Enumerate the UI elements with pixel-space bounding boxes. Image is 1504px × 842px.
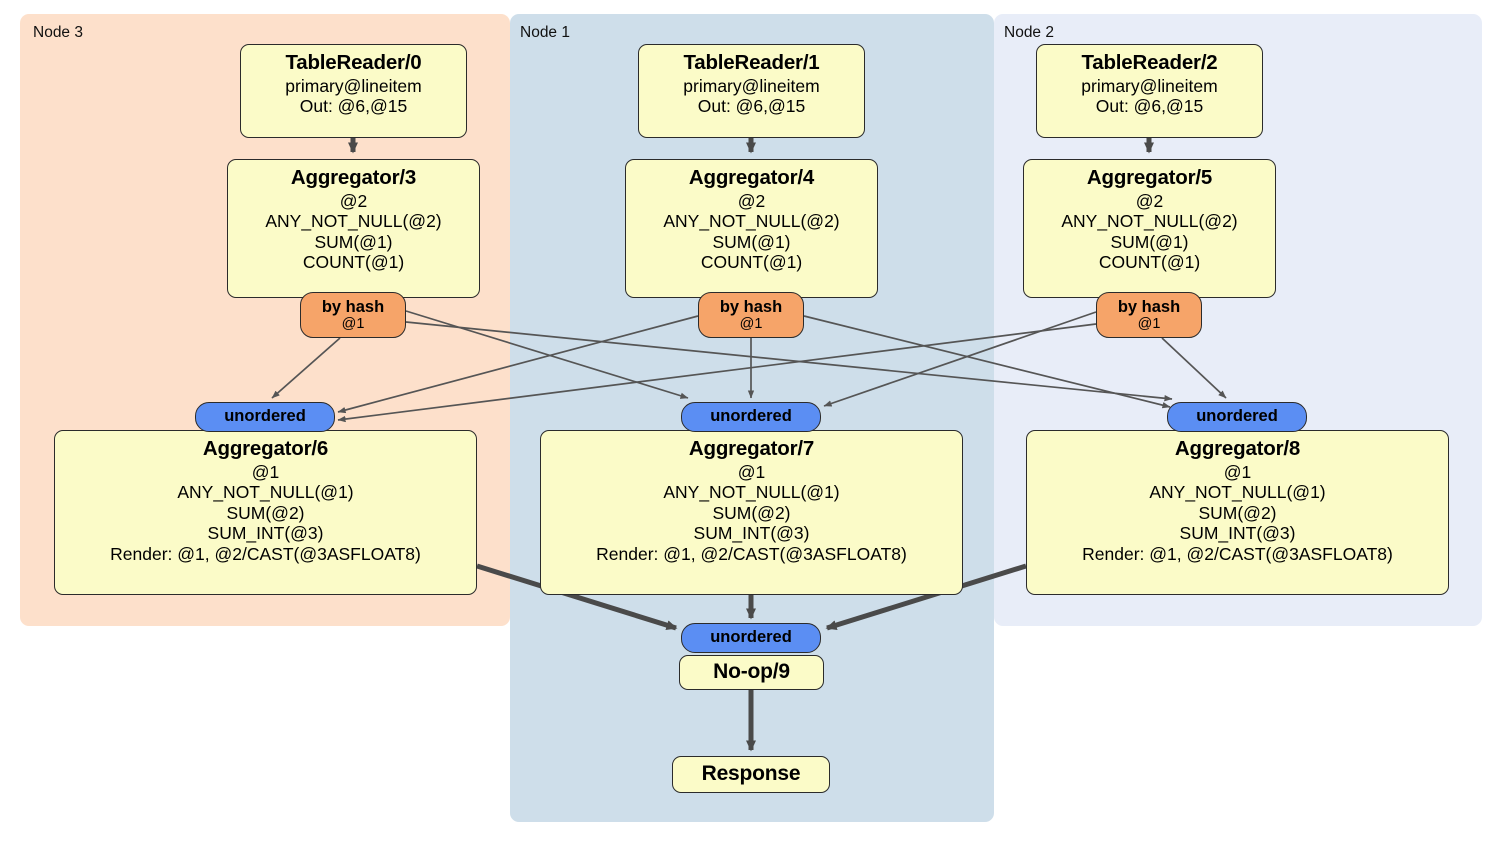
processor-aggregator5[interactable]: Aggregator/5 @2 ANY_NOT_NULL(@2) SUM(@1)… [1023, 159, 1276, 298]
processor-line: SUM(@2) [712, 502, 791, 523]
processor-title: TableReader/1 [683, 51, 820, 74]
processor-line: ANY_NOT_NULL(@2) [1061, 211, 1238, 232]
processor-response[interactable]: Response [672, 756, 830, 793]
processor-line: @2 [339, 190, 368, 211]
processor-line: ANY_NOT_NULL(@2) [265, 211, 442, 232]
processor-line: @2 [737, 190, 766, 211]
processor-line: ANY_NOT_NULL(@2) [663, 211, 840, 232]
router-column: @1 [739, 316, 763, 333]
stream-unordered-aggregator8[interactable]: unordered [1167, 402, 1307, 432]
processor-title: Aggregator/5 [1086, 166, 1213, 189]
processor-line: SUM(@2) [226, 502, 305, 523]
processor-title: Aggregator/3 [290, 166, 417, 189]
processor-line: SUM_INT(@3) [693, 523, 810, 544]
processor-line: primary@lineitem [1081, 75, 1218, 96]
processor-tablereader2[interactable]: TableReader/2 primary@lineitem Out: @6,@… [1036, 44, 1263, 138]
processor-line: COUNT(@1) [302, 252, 405, 273]
processor-aggregator4[interactable]: Aggregator/4 @2 ANY_NOT_NULL(@2) SUM(@1)… [625, 159, 878, 298]
processor-title: Aggregator/8 [1174, 437, 1301, 460]
processor-line: ANY_NOT_NULL(@1) [1149, 482, 1326, 503]
router-by-hash-aggregator3[interactable]: by hash @1 [300, 292, 406, 338]
processor-render-line: Render: @1, @2/CAST(@3ASFLOAT8) [110, 543, 421, 564]
node-label-node1: Node 1 [520, 24, 570, 41]
processor-line: Out: @6,@15 [299, 96, 408, 117]
router-label: by hash [321, 298, 385, 316]
router-column: @1 [341, 316, 365, 333]
processor-render-line: Render: @1, @2/CAST(@3ASFLOAT8) [1082, 543, 1393, 564]
processor-title: No-op/9 [713, 660, 790, 683]
node-label-node3: Node 3 [33, 24, 83, 41]
router-by-hash-aggregator4[interactable]: by hash @1 [698, 292, 804, 338]
processor-title: TableReader/2 [1081, 51, 1218, 74]
stream-unordered-aggregator7[interactable]: unordered [681, 402, 821, 432]
processor-line: ANY_NOT_NULL(@1) [177, 482, 354, 503]
stream-label: unordered [710, 407, 792, 425]
processor-line: primary@lineitem [683, 75, 820, 96]
processor-noop9[interactable]: No-op/9 [679, 655, 824, 690]
processor-line: COUNT(@1) [1098, 252, 1201, 273]
processor-line: SUM(@1) [314, 231, 393, 252]
processor-line: primary@lineitem [285, 75, 422, 96]
stream-unordered-aggregator6[interactable]: unordered [195, 402, 335, 432]
processor-render-line: Render: @1, @2/CAST(@3ASFLOAT8) [596, 543, 907, 564]
processor-line: @2 [1135, 190, 1164, 211]
processor-line: @1 [737, 461, 766, 482]
processor-title: TableReader/0 [285, 51, 422, 74]
stream-label: unordered [710, 628, 792, 646]
processor-line: SUM(@1) [1110, 231, 1189, 252]
processor-line: COUNT(@1) [700, 252, 803, 273]
processor-tablereader0[interactable]: TableReader/0 primary@lineitem Out: @6,@… [240, 44, 467, 138]
processor-aggregator7[interactable]: Aggregator/7 @1 ANY_NOT_NULL(@1) SUM(@2)… [540, 430, 963, 595]
processor-line: SUM(@2) [1198, 502, 1277, 523]
router-label: by hash [1117, 298, 1181, 316]
node-label-node2: Node 2 [1004, 24, 1054, 41]
processor-aggregator3[interactable]: Aggregator/3 @2 ANY_NOT_NULL(@2) SUM(@1)… [227, 159, 480, 298]
processor-title: Aggregator/4 [688, 166, 815, 189]
processor-line: Out: @6,@15 [697, 96, 806, 117]
stream-label: unordered [224, 407, 306, 425]
processor-line: SUM_INT(@3) [1179, 523, 1296, 544]
processor-title: Aggregator/7 [688, 437, 815, 460]
processor-title: Aggregator/6 [202, 437, 329, 460]
processor-line: SUM_INT(@3) [207, 523, 324, 544]
processor-line: SUM(@1) [712, 231, 791, 252]
processor-line: ANY_NOT_NULL(@1) [663, 482, 840, 503]
stream-unordered-noop9[interactable]: unordered [681, 623, 821, 653]
processor-line: @1 [251, 461, 280, 482]
processor-tablereader1[interactable]: TableReader/1 primary@lineitem Out: @6,@… [638, 44, 865, 138]
router-label: by hash [719, 298, 783, 316]
processor-aggregator8[interactable]: Aggregator/8 @1 ANY_NOT_NULL(@1) SUM(@2)… [1026, 430, 1449, 595]
processor-aggregator6[interactable]: Aggregator/6 @1 ANY_NOT_NULL(@1) SUM(@2)… [54, 430, 477, 595]
processor-line: Out: @6,@15 [1095, 96, 1204, 117]
processor-title: Response [701, 762, 801, 785]
stream-label: unordered [1196, 407, 1278, 425]
router-by-hash-aggregator5[interactable]: by hash @1 [1096, 292, 1202, 338]
router-column: @1 [1137, 316, 1161, 333]
processor-line: @1 [1223, 461, 1252, 482]
